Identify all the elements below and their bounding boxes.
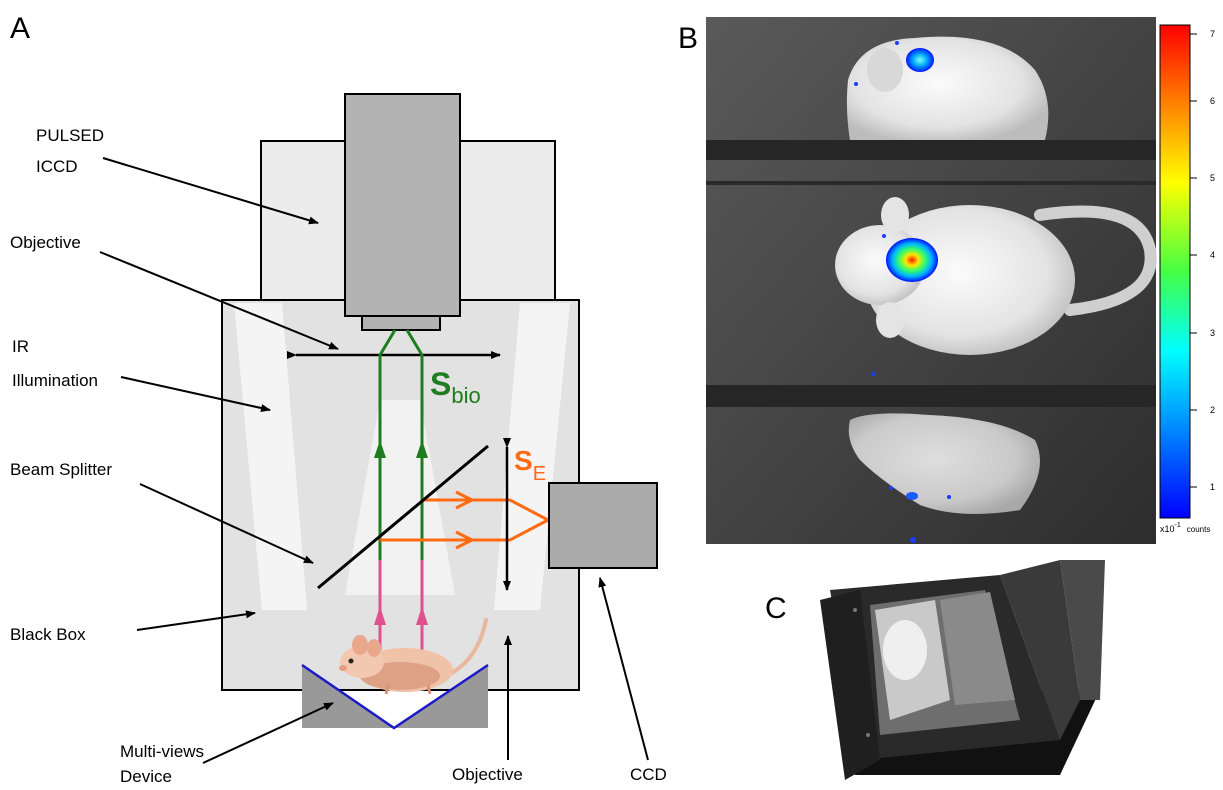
colorbar-tick-4: 4 [1210, 250, 1215, 260]
bio-path-left [378, 329, 397, 560]
colorbar-tick-1: 1 [1210, 482, 1215, 492]
colorbar-tick-7: 7 [1210, 29, 1215, 39]
multiviews-device-photo [820, 560, 1105, 780]
bio-arrowhead-right [416, 440, 428, 458]
s-bio-main: S [430, 366, 451, 402]
s-bio-subscript: bio [451, 383, 480, 408]
s-e-main: S [514, 445, 533, 476]
pulsed-iccd-line1: PULSED [36, 126, 104, 145]
mouse-bottom-view [848, 413, 1040, 514]
panel-c: C [765, 560, 1105, 780]
pointer-arrow-ccd [598, 577, 649, 761]
mouse-top-view [846, 36, 1049, 140]
pink-arrowhead-right [416, 606, 428, 625]
beam-splitter [317, 444, 489, 590]
panel-b: B [678, 17, 1215, 544]
signal-spot-top [906, 48, 934, 72]
pointer-arrow-illumination [120, 376, 271, 412]
bio-path-right [405, 329, 424, 560]
bio-arrowhead-left [374, 440, 386, 458]
s-e-label: SE [514, 445, 546, 485]
colorbar-tick-3: 3 [1210, 328, 1215, 338]
multiviews-line2: Device [120, 767, 172, 785]
colorbar-tick-6: 6 [1210, 96, 1215, 106]
ccd-label: CCD [630, 765, 667, 784]
beam-splitter-label: Beam Splitter [10, 460, 112, 479]
colorbar-unit-exponent: -1 [1175, 522, 1181, 529]
objective-bottom-label: Objective [452, 765, 523, 784]
pointer-arrow-beam-splitter [139, 483, 314, 564]
ccd-camera [548, 482, 658, 569]
panel-a: A [10, 12, 667, 786]
signal-hotspot-middle [886, 238, 938, 282]
multiviews-mirrors [301, 663, 489, 730]
ir-illumination-cone-right [494, 303, 570, 610]
pulsed-iccd-line2: ICCD [36, 157, 78, 176]
ir-illumination-line2: Illumination [12, 371, 98, 390]
ir-illumination-label: IR Illumination [12, 337, 98, 390]
multiviews-label: Multi-views Device [120, 742, 209, 785]
excitation-arrowhead-upper [455, 490, 476, 510]
pointer-arrow-black-box [136, 610, 256, 631]
colorbar-unit: x10-1 counts [1160, 522, 1210, 534]
objective-top-label: Objective [10, 233, 81, 252]
mouse-illustration [339, 618, 488, 695]
panel-a-letter: A [10, 12, 30, 45]
s-e-subscript: E [533, 463, 546, 485]
panel-b-letter: B [678, 22, 698, 55]
pointer-arrow-iccd [102, 157, 319, 225]
signal-spot-bottom [906, 492, 918, 500]
colorbar-unit-label: counts [1187, 525, 1211, 534]
central-light-cone [345, 400, 455, 595]
shelf-lower [706, 385, 1156, 407]
panel-c-letter: C [765, 592, 787, 625]
colorbar-tick-5: 5 [1210, 173, 1215, 183]
pink-arrowhead-left [374, 606, 386, 625]
black-box-label: Black Box [10, 625, 86, 644]
colorbar [1159, 24, 1191, 519]
colorbar-tick-2: 2 [1210, 405, 1215, 415]
pulsed-iccd-label: PULSED ICCD [36, 126, 109, 176]
iccd-lens-mount [361, 315, 441, 331]
shelf-upper [706, 140, 1156, 160]
multiviews-line1: Multi-views [120, 742, 204, 761]
excitation-arrowhead-lower [455, 530, 476, 550]
iccd-camera-body [344, 93, 461, 317]
ir-illumination-line1: IR [12, 337, 29, 356]
ir-illumination-cone-left [234, 303, 307, 610]
pointer-arrow-multiviews [202, 702, 334, 764]
colorbar-unit-base: x10 [1160, 524, 1175, 534]
pointer-arrow-objective [99, 251, 339, 350]
multiviews-device [302, 665, 488, 728]
s-bio-label: Sbio [430, 366, 481, 408]
colorbar-ticks: 7 6 5 4 3 2 1 [1190, 29, 1215, 492]
